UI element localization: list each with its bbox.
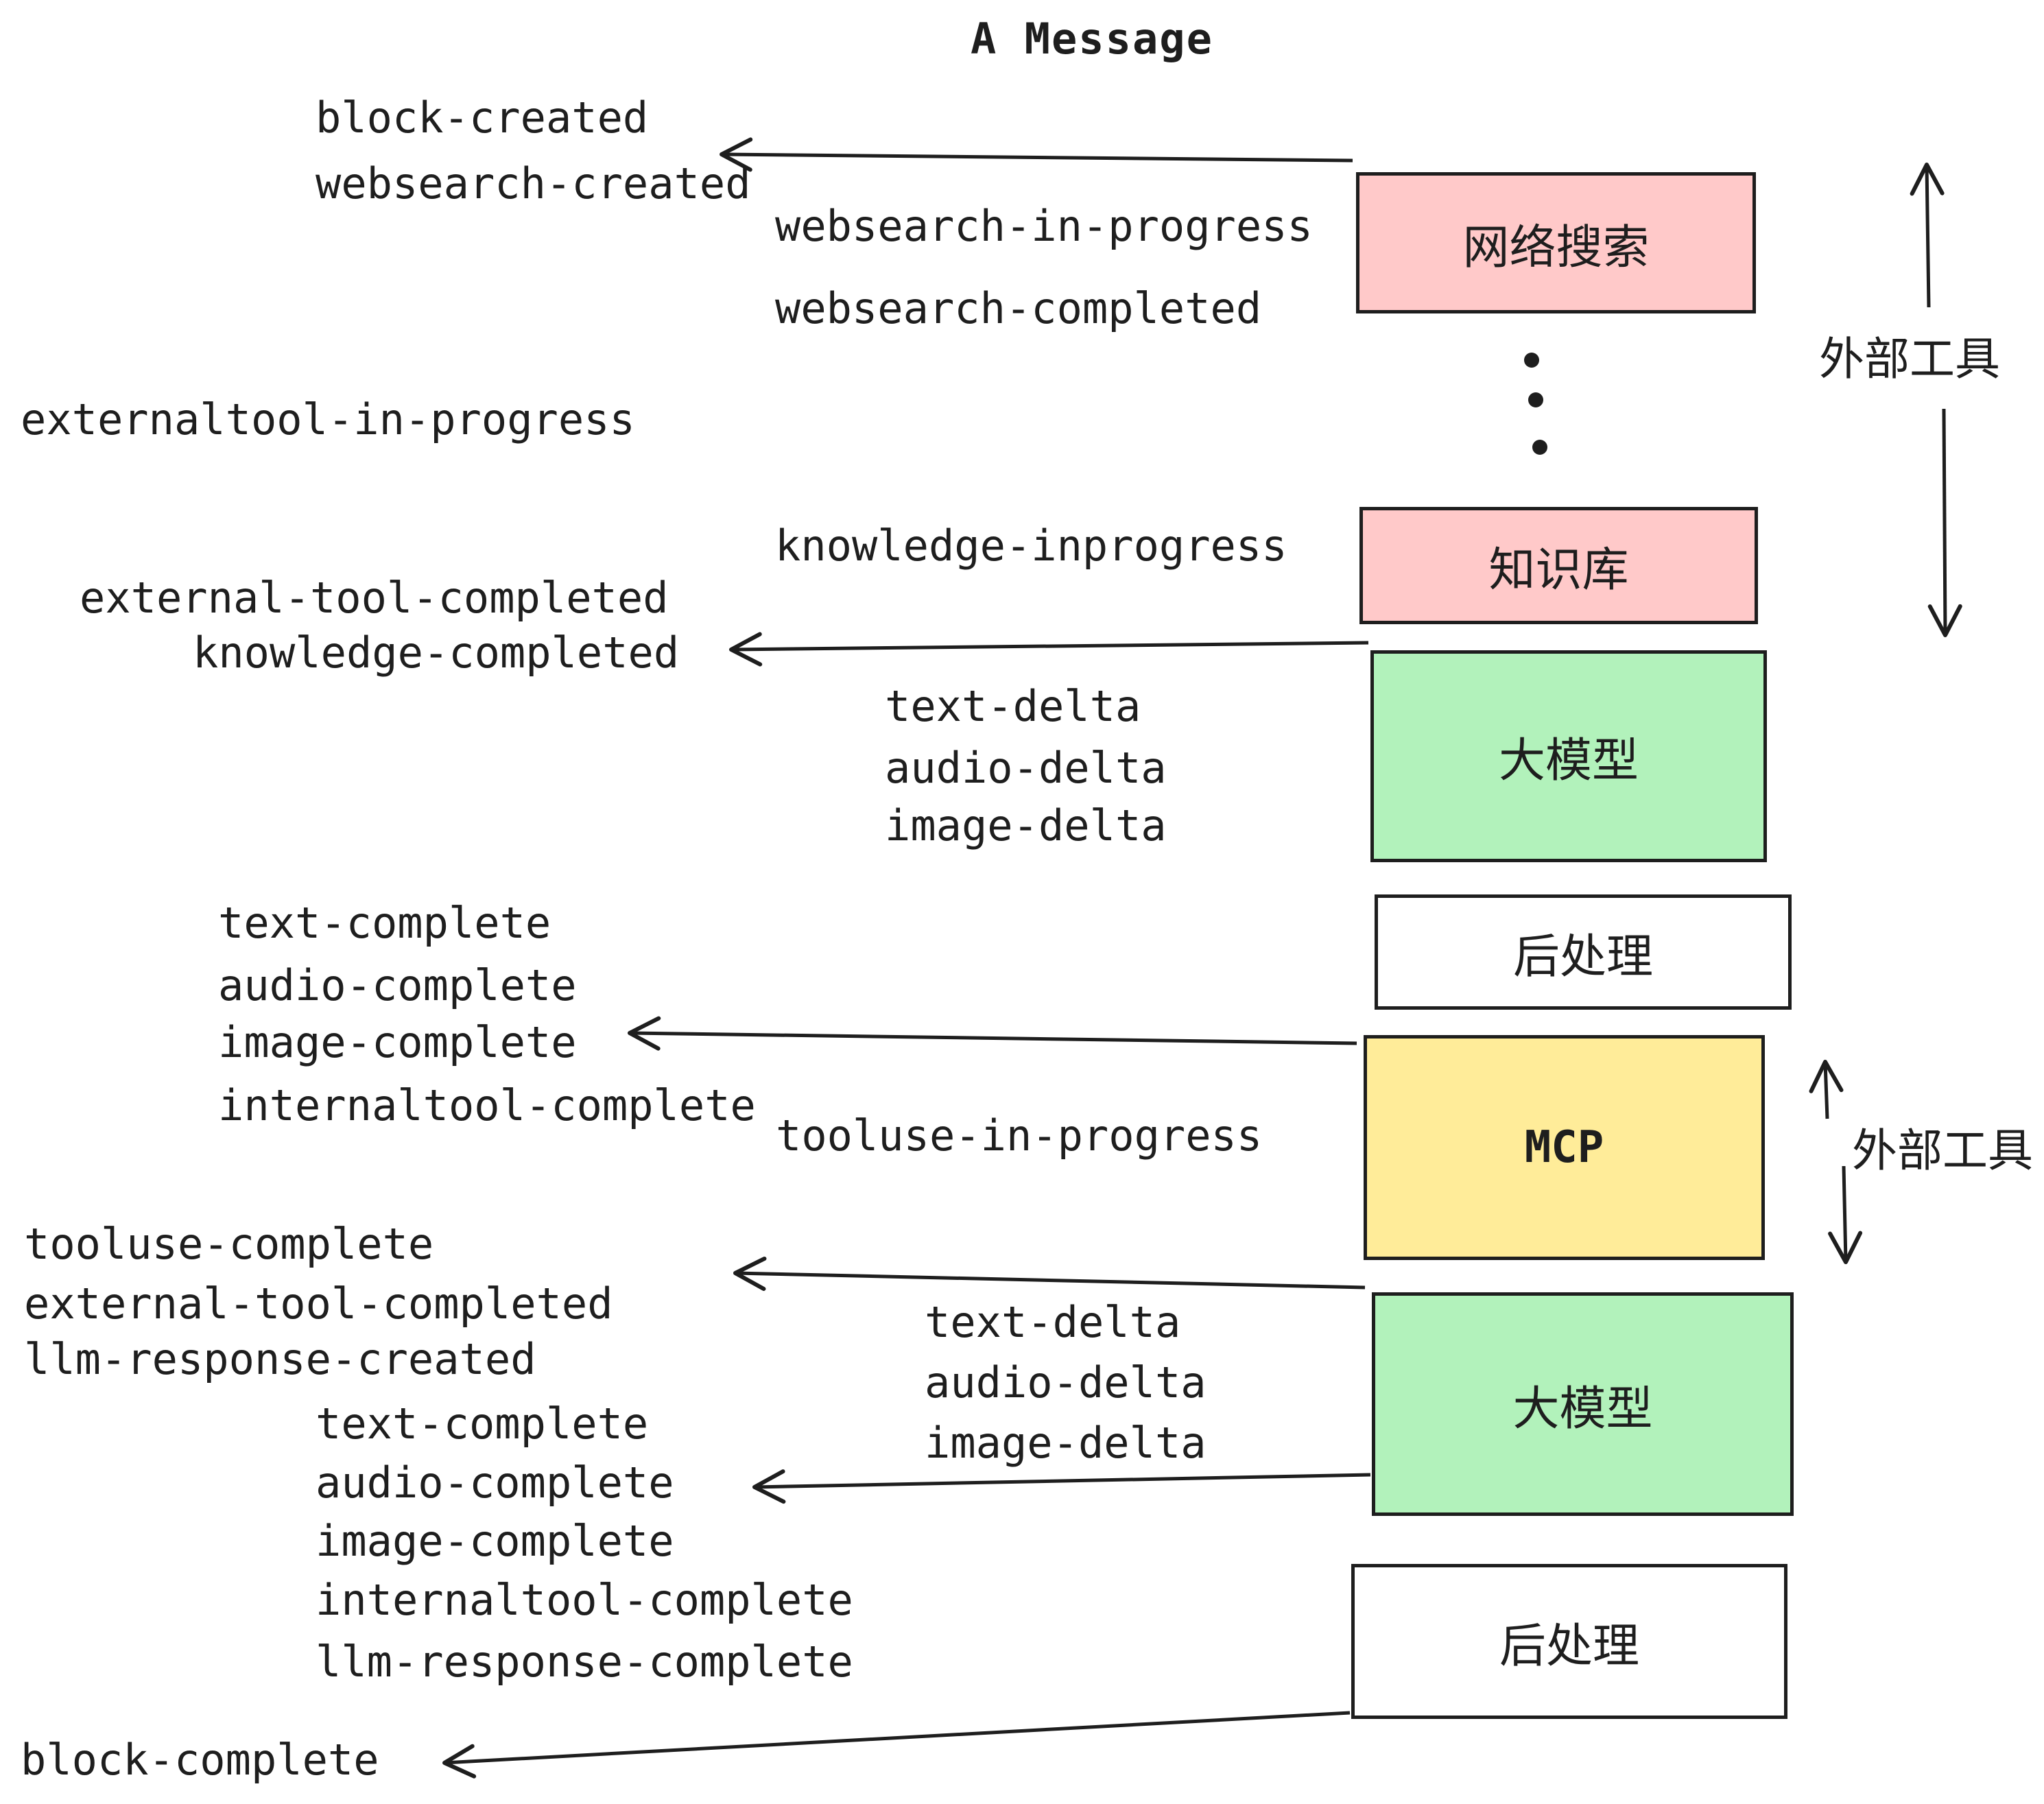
event-tooluse-in-progress: tooluse-in-progress [776, 1111, 1263, 1161]
event-websearch-in-progress: websearch-in-progress [775, 201, 1313, 251]
side-label-external-tools-top: 外部工具 [1819, 333, 2000, 385]
event-knowledge-completed: knowledge-completed [193, 628, 680, 678]
box-llm-1-label: 大模型 [1498, 734, 1639, 788]
box-llm-1: 大模型 [1370, 650, 1767, 862]
event-internaltool-complete-2: internaltool-complete [316, 1575, 853, 1625]
event-audio-delta-1: audio-delta [885, 743, 1167, 793]
box-postprocess-1-label: 后处理 [1512, 929, 1653, 984]
event-websearch-completed: websearch-completed [775, 283, 1262, 333]
event-text-delta-2: text-delta [925, 1297, 1181, 1347]
event-text-complete-1: text-complete [218, 898, 551, 948]
box-postprocess-1: 后处理 [1375, 894, 1792, 1010]
arrow-external-tools-top-down [1927, 408, 1962, 637]
box-llm-2: 大模型 [1372, 1292, 1794, 1516]
box-websearch: 网络搜索 [1356, 172, 1756, 313]
event-llm-response-created: llm-response-created [24, 1334, 536, 1384]
event-internaltool-complete-1: internaltool-complete [218, 1080, 756, 1130]
arrow-block-complete [442, 1711, 1351, 1779]
event-externaltool-in-progress: externaltool-in-progress [21, 394, 635, 444]
ellipsis-dot [1524, 353, 1539, 368]
arrow-external-tools-mcp-up [1809, 1060, 1844, 1119]
event-websearch-created: websearch-created [316, 158, 751, 209]
event-text-complete-2: text-complete [316, 1399, 649, 1449]
box-knowledge: 知识库 [1359, 507, 1758, 624]
event-image-complete-1: image-complete [218, 1017, 577, 1067]
event-external-tool-completed-1: external-tool-completed [80, 573, 669, 623]
event-audio-complete-1: audio-complete [218, 960, 577, 1010]
event-tooluse-complete: tooluse-complete [24, 1219, 434, 1269]
event-block-complete: block-complete [21, 1735, 379, 1785]
arrow-image-complete-1 [628, 1016, 1357, 1051]
arrow-external-tools-top-up [1910, 163, 1945, 308]
box-mcp: MCP [1364, 1035, 1765, 1260]
event-audio-complete-2: audio-complete [316, 1458, 674, 1508]
event-image-delta-1: image-delta [885, 800, 1167, 851]
box-postprocess-2: 后处理 [1351, 1564, 1787, 1719]
box-websearch-label: 网络搜索 [1462, 220, 1650, 275]
ellipsis-dot [1532, 440, 1547, 455]
arrow-tooluse-complete [733, 1256, 1366, 1291]
event-knowledge-inprogress: knowledge-inprogress [775, 521, 1287, 571]
arrow-knowledge-completed [729, 632, 1369, 667]
box-knowledge-label: 知识库 [1488, 543, 1629, 597]
box-mcp-label: MCP [1524, 1122, 1604, 1173]
box-llm-2-label: 大模型 [1512, 1381, 1653, 1436]
arrow-websearch-created [720, 137, 1353, 172]
arrow-audio-complete-2 [752, 1469, 1371, 1504]
arrow-external-tools-mcp-down [1828, 1165, 1863, 1264]
event-image-complete-2: image-complete [316, 1516, 674, 1566]
event-audio-delta-2: audio-delta [925, 1357, 1207, 1408]
event-external-tool-completed-2: external-tool-completed [24, 1279, 613, 1329]
box-postprocess-2-label: 后处理 [1499, 1619, 1639, 1674]
diagram-title: A Message [971, 14, 1213, 64]
ellipsis-dot [1528, 392, 1543, 407]
event-block-created: block-created [316, 93, 649, 143]
event-image-delta-2: image-delta [925, 1418, 1207, 1468]
event-text-delta-1: text-delta [885, 681, 1141, 731]
event-llm-response-complete: llm-response-complete [316, 1637, 853, 1687]
side-label-external-tools-mcp: 外部工具 [1852, 1124, 2033, 1177]
